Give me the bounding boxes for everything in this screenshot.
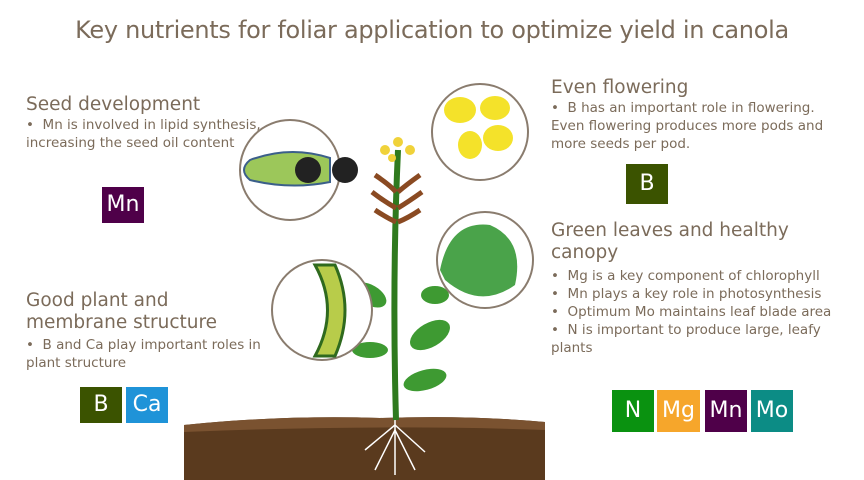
bullet-text: N is important to produce large, leafy p… — [551, 322, 821, 356]
stem-section-circle — [271, 259, 373, 361]
badge-mn: Mn — [705, 390, 747, 432]
badge-b: B — [80, 387, 122, 423]
bullet-text: Mn is involved in lipid synthesis, incre… — [26, 117, 261, 151]
leaves-section: Green leaves and healthy canopy • Mg is … — [551, 220, 856, 357]
bullet-text: B and Ca play important roles in plant s… — [26, 337, 261, 371]
stem — [391, 149, 401, 421]
seed-pod-circle — [239, 119, 358, 221]
pods — [370, 172, 424, 225]
bullet-text: Optimum Mo maintains leaf blade area — [567, 304, 832, 320]
flower-circle — [431, 83, 529, 181]
bullet: • B has an important role in flowering. … — [551, 100, 824, 152]
section-heading: membrane structure — [26, 312, 218, 333]
soil — [184, 417, 545, 480]
structure-section: Good plant and membrane structure • B an… — [26, 290, 266, 372]
bullet-text: Mg is a key component of chlorophyll — [567, 268, 820, 284]
section-heading: Seed development — [26, 94, 201, 115]
bullet: • B and Ca play important roles in plant… — [26, 337, 261, 371]
section-heading: Good plant and — [26, 290, 169, 311]
flower-buds — [380, 137, 415, 162]
seed-development-section: Seed development • Mn is involved in lip… — [26, 94, 266, 152]
badge-mo: Mo — [751, 390, 793, 432]
bullet: • Optimum Mo maintains leaf blade area — [551, 304, 832, 320]
flowering-section: Even flowering • B has an important role… — [551, 77, 831, 153]
badge-mn: Mn — [102, 187, 144, 223]
bullet: • N is important to produce large, leafy… — [551, 322, 821, 356]
leaf-circle — [436, 211, 534, 309]
bullet-text: B has an important role in flowering. Ev… — [551, 100, 824, 152]
badge-b: B — [626, 164, 668, 204]
canola-plant-illustration — [184, 83, 545, 480]
section-heading: canopy — [551, 242, 619, 263]
roots — [364, 420, 426, 475]
badge-mg: Mg — [657, 390, 700, 432]
badge-ca: Ca — [126, 387, 168, 423]
bullet-text: Mn plays a key role in photosynthesis — [567, 286, 822, 302]
section-heading: Even flowering — [551, 77, 689, 98]
bullet: • Mg is a key component of chlorophyll — [551, 268, 820, 284]
bullet: • Mn plays a key role in photosynthesis — [551, 286, 822, 302]
page-title: Key nutrients for foliar application to … — [75, 16, 789, 44]
section-heading: Green leaves and healthy — [551, 220, 789, 241]
bullet: • Mn is involved in lipid synthesis, inc… — [26, 117, 261, 151]
badge-n: N — [612, 390, 654, 432]
